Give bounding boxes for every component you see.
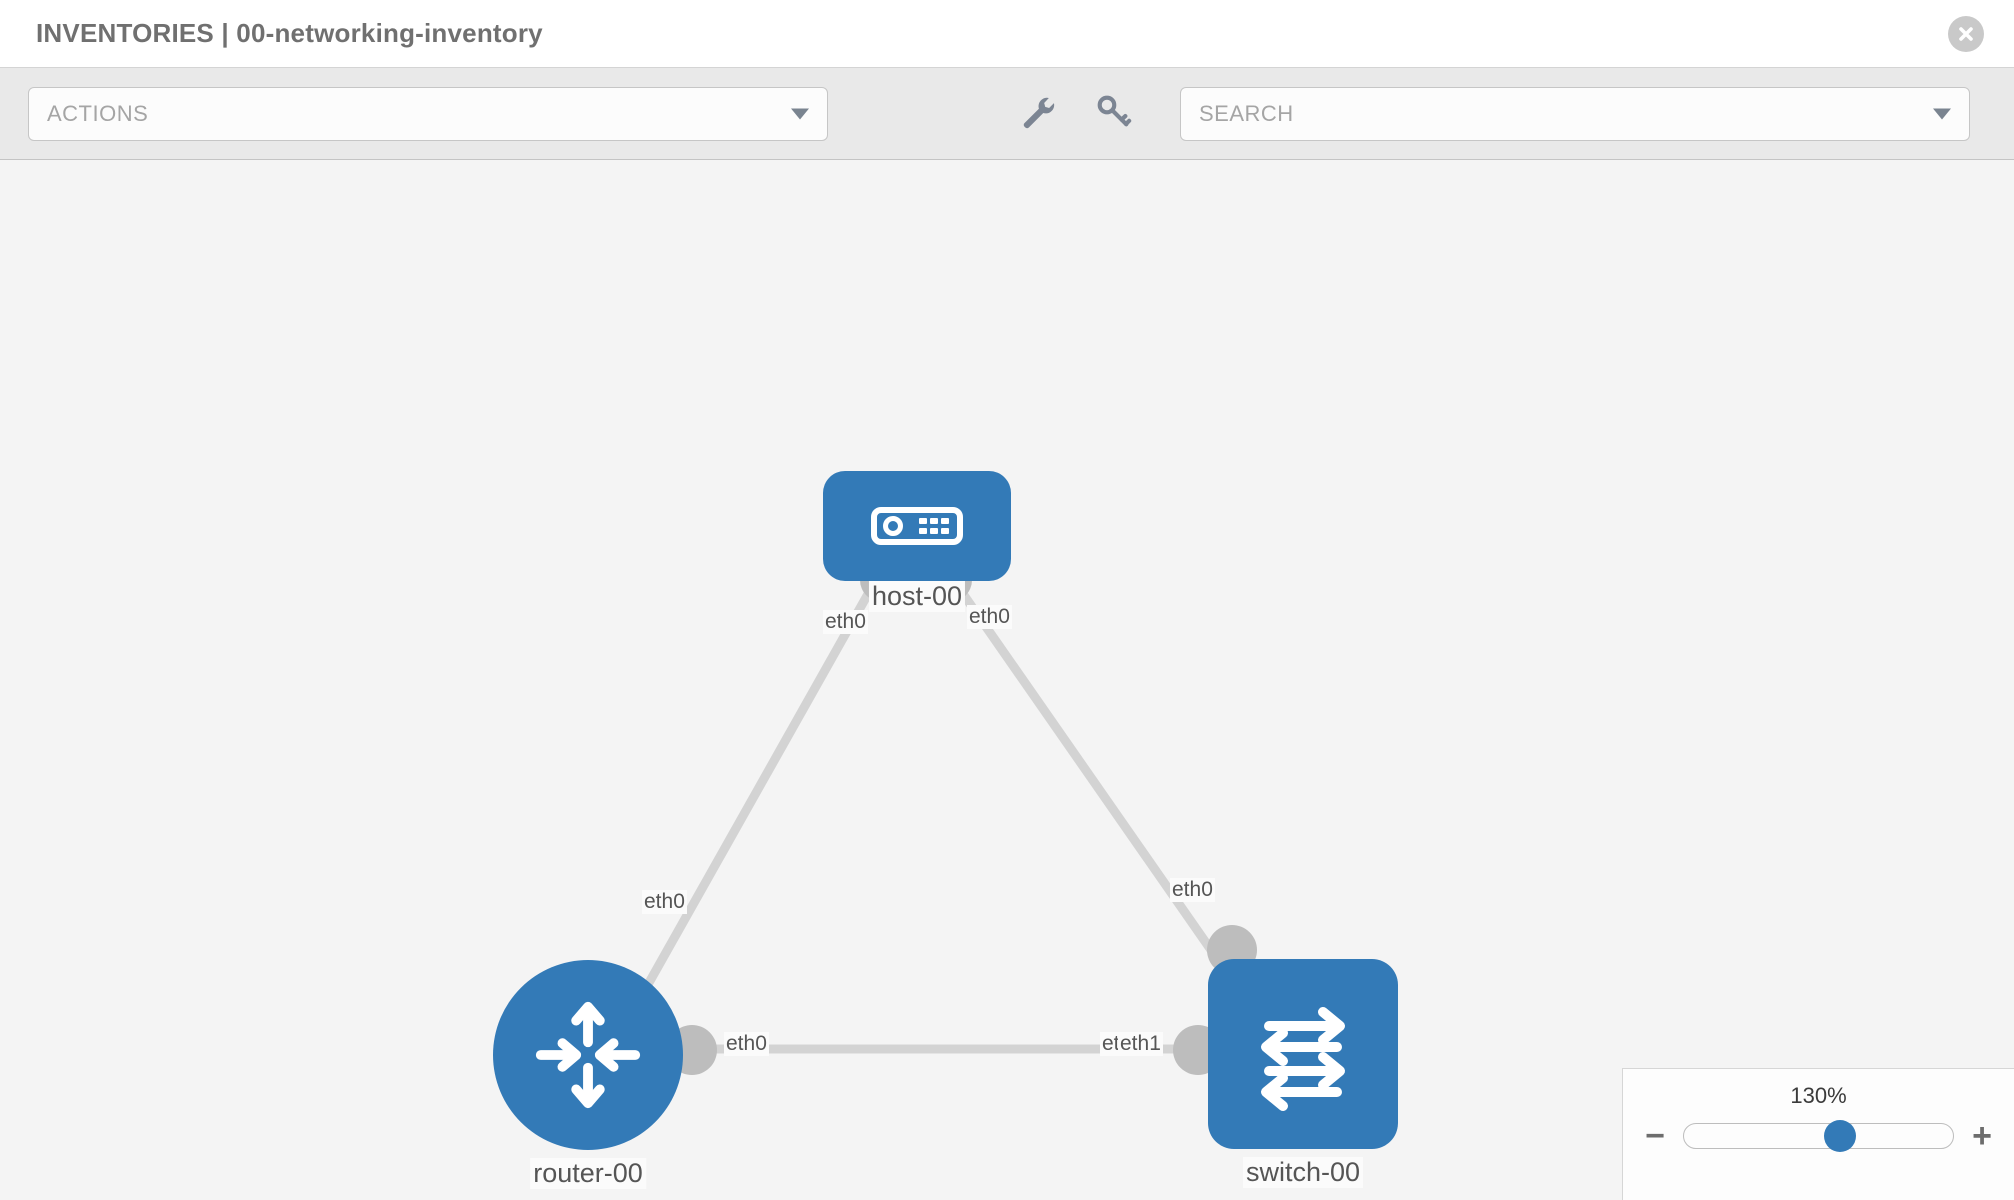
switch-arrows-icon [1208, 959, 1398, 1149]
zoom-level-value: 130% [1790, 1083, 1847, 1108]
node-label-router-00: router-00 [530, 1158, 646, 1189]
key-icon[interactable] [1094, 92, 1132, 135]
zoom-slider-row: − + [1623, 1119, 2014, 1153]
chevron-down-icon [1933, 108, 1951, 119]
topology-canvas[interactable]: host-00 [0, 160, 2014, 1200]
zoom-out-button[interactable]: − [1645, 1117, 1665, 1155]
zoom-in-button[interactable]: + [1972, 1117, 1992, 1155]
actions-dropdown-label: ACTIONS [47, 100, 149, 126]
link-host-router [624, 575, 881, 1023]
zoom-slider-track[interactable] [1683, 1120, 1954, 1152]
wrench-icon[interactable] [1018, 92, 1056, 135]
iface-label-router-right: eth0 [724, 1032, 769, 1056]
topology-graph [624, 558, 1257, 1075]
zoom-slider-thumb[interactable] [1824, 1120, 1857, 1152]
topology-node-switch-00[interactable]: switch-00 [1208, 959, 1398, 1188]
link-host-switch [948, 575, 1222, 963]
iface-label-router-up: eth0 [642, 890, 687, 914]
iface-label-host-left: eth0 [823, 610, 868, 634]
topology-node-router-00[interactable]: router-00 [493, 960, 683, 1189]
toolbar: ACTIONS SEARCH [0, 68, 2014, 160]
search-input[interactable]: SEARCH [1180, 86, 1970, 141]
iface-label-host-right: eth0 [967, 605, 1012, 629]
search-placeholder: SEARCH [1199, 100, 1294, 126]
iface-label-switch-left-eth1: eth1 [1118, 1032, 1163, 1056]
topology-node-host-00[interactable]: host-00 [823, 471, 1011, 612]
zoom-control-panel: 130% − + [1622, 1068, 2014, 1200]
iface-label-switch-up: eth0 [1170, 878, 1215, 902]
node-label-host-00: host-00 [868, 581, 966, 612]
page-title: INVENTORIES | 00-networking-inventory [36, 18, 543, 48]
chevron-down-icon [791, 108, 809, 119]
page-header: INVENTORIES | 00-networking-inventory [0, 0, 2014, 68]
close-icon[interactable] [1948, 15, 1984, 52]
toolbar-icon-group [1018, 92, 1132, 135]
router-arrows-icon [493, 960, 683, 1150]
node-label-switch-00: switch-00 [1242, 1157, 1364, 1188]
actions-dropdown[interactable]: ACTIONS [28, 86, 828, 141]
server-icon [823, 471, 1011, 581]
